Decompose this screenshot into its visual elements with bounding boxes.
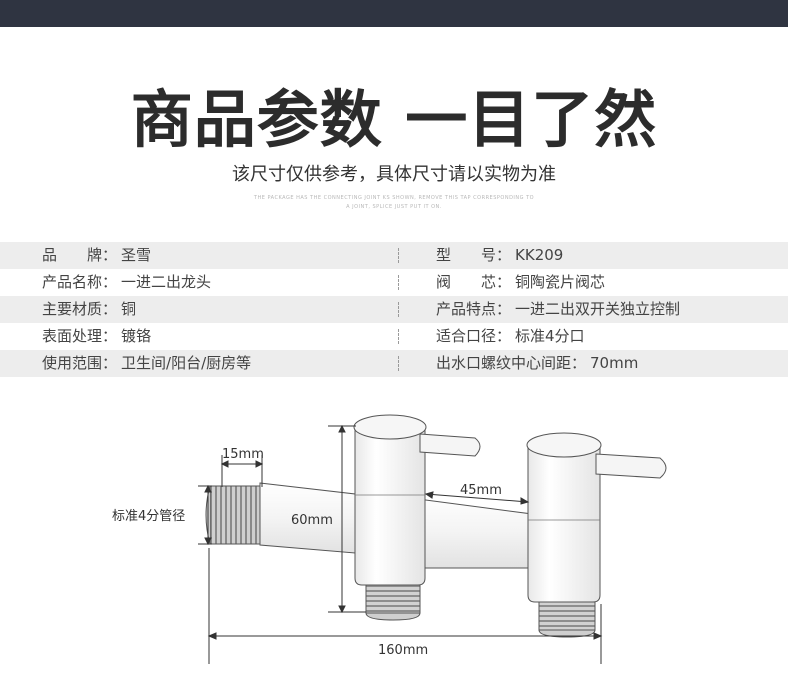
- dim-spacing: [424, 491, 530, 505]
- spec-label: 型 号：: [436, 246, 512, 264]
- spec-value: 一进二出龙头: [121, 273, 212, 291]
- spec-right: 适合口径：标准4分口: [436, 323, 585, 350]
- spec-label: 表面处理：: [42, 327, 118, 345]
- spec-right: 产品特点：一进二出双开关独立控制: [436, 296, 680, 323]
- inlet-thread: [205, 485, 261, 545]
- spec-value: 铜陶瓷片阀芯: [515, 273, 606, 291]
- spec-left: 产品名称：一进二出龙头: [42, 269, 211, 296]
- spec-value: 铜: [121, 300, 137, 318]
- faucet-dimension-diagram: 15mm 标准4分管径 60mm 45mm 160mm: [112, 414, 667, 664]
- dim-height-label: 60mm: [291, 513, 333, 528]
- dim-total: [207, 548, 603, 664]
- spec-label: 出水口螺纹中心间距：: [436, 354, 587, 372]
- spec-label: 阀 芯：: [436, 273, 512, 291]
- thread-diameter-label: 标准4分管径: [112, 509, 185, 524]
- spec-row: 品 牌：圣雪 型 号：KK209: [0, 242, 788, 269]
- spec-value: 标准4分口: [515, 327, 585, 345]
- spec-value: 70mm: [590, 354, 639, 372]
- spec-left: 主要材质：铜: [42, 296, 136, 323]
- dim-height: [328, 424, 366, 614]
- spec-label: 适合口径：: [436, 327, 512, 345]
- spec-value: 卫生间/阳台/厨房等: [121, 354, 252, 372]
- spec-value: 圣雪: [121, 246, 152, 264]
- right-handle: [595, 453, 667, 479]
- spec-row: 使用范围：卫生间/阳台/厨房等 出水口螺纹中心间距：70mm: [0, 350, 788, 377]
- spec-row: 表面处理：镀铬 适合口径：标准4分口: [0, 323, 788, 350]
- left-handle: [419, 433, 481, 457]
- spec-left: 使用范围：卫生间/阳台/厨房等: [42, 350, 251, 377]
- spec-value: 镀铬: [121, 327, 152, 345]
- spec-label: 品 牌：: [42, 246, 118, 264]
- fine-print-line-2: A JOINT, SPLICE JUST PUT IT ON.: [346, 204, 442, 210]
- dim-spacing-label: 45mm: [460, 483, 502, 498]
- spec-right: 阀 芯：铜陶瓷片阀芯: [436, 269, 605, 296]
- spec-left: 表面处理：镀铬: [42, 323, 151, 350]
- fine-print-line-1: THE PACKAGE HAS THE CONNECTING JOINT KS …: [253, 195, 535, 201]
- spec-value: KK209: [515, 246, 564, 264]
- spec-table: 品 牌：圣雪 型 号：KK209 产品名称：一进二出龙头 阀 芯：铜陶瓷片阀芯 …: [0, 242, 788, 377]
- spec-left: 品 牌：圣雪: [42, 242, 151, 269]
- right-valve: [526, 432, 602, 638]
- spec-label: 使用范围：: [42, 354, 118, 372]
- spec-row: 产品名称：一进二出龙头 阀 芯：铜陶瓷片阀芯: [0, 269, 788, 296]
- dim-thread-length: [220, 455, 264, 487]
- spec-label: 产品名称：: [42, 273, 118, 291]
- page-title: 商品参数 一目了然: [130, 83, 658, 156]
- spec-row: 主要材质：铜 产品特点：一进二出双开关独立控制: [0, 296, 788, 323]
- spec-right: 出水口螺纹中心间距：70mm: [436, 350, 638, 377]
- left-valve: [353, 414, 427, 621]
- spec-right: 型 号：KK209: [436, 242, 563, 269]
- page-subtitle: 该尺寸仅供参考，具体尺寸请以实物为准: [232, 164, 556, 185]
- dim-thread-diameter: [198, 484, 212, 546]
- spec-label: 产品特点：: [436, 300, 512, 318]
- spec-value: 一进二出双开关独立控制: [515, 300, 681, 318]
- top-bar: [0, 0, 788, 27]
- spec-label: 主要材质：: [42, 300, 118, 318]
- dim-thread-length-label: 15mm: [222, 447, 264, 462]
- dim-total-label: 160mm: [378, 643, 428, 658]
